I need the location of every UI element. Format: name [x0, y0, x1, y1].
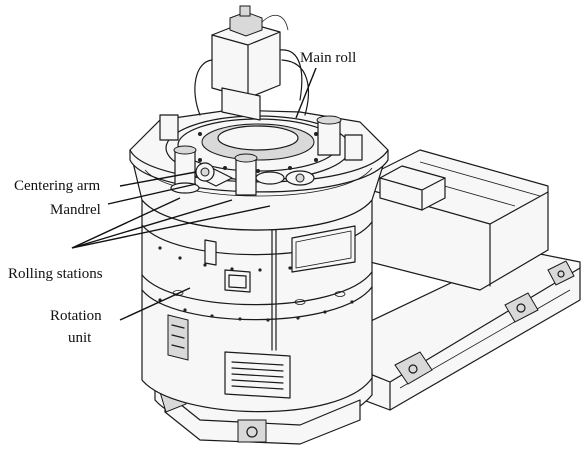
- label-main-roll: Main roll: [300, 50, 356, 66]
- motor-housing: [359, 149, 549, 291]
- centering-arm: [195, 162, 233, 187]
- leader-rolling-station-1: [71, 197, 181, 249]
- leader-rolling-station-3: [71, 205, 271, 249]
- main-roll-assembly: [165, 115, 351, 181]
- label-mandrel: Mandrel: [50, 202, 101, 218]
- leader-rolling-station-2: [71, 199, 233, 249]
- rotation-unit-cylinder: [141, 199, 373, 413]
- label-rotation-unit-line1: Rotation: [50, 308, 102, 324]
- label-rolling-stations: Rolling stations: [8, 266, 103, 282]
- leader-lines: [71, 67, 317, 321]
- leader-mandrel: [107, 183, 197, 205]
- top-actuator: [194, 5, 310, 121]
- leader-centering-arm: [119, 171, 197, 187]
- mandrel: [255, 170, 315, 186]
- leader-main-roll: [295, 67, 317, 119]
- label-rotation-unit-line2: unit: [68, 330, 92, 346]
- label-centering-arm: Centering arm: [14, 178, 101, 194]
- leader-rotation-unit: [119, 287, 191, 321]
- rolling-stations: [159, 114, 363, 196]
- labels: Main roll Centering arm Mandrel Rolling …: [8, 50, 356, 346]
